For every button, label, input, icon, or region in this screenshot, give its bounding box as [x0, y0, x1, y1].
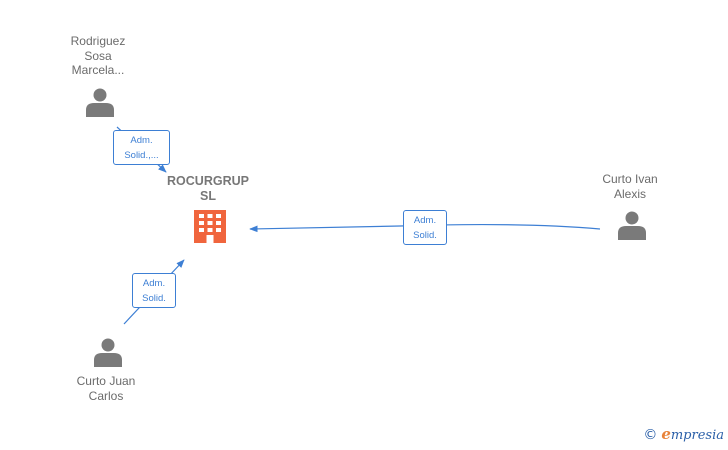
person-name-line: Sosa: [84, 48, 112, 63]
edge-role-line: Adm.: [130, 135, 153, 146]
empresia-logo: ©empresia: [643, 425, 724, 443]
person-name-line: Carlos: [88, 388, 124, 403]
edge-role-line: Adm.: [413, 215, 437, 226]
person-name-line: Curto Juan: [76, 374, 136, 388]
person-label-curto-juan[interactable]: Curto Juan Carlos: [64, 374, 148, 403]
edge-role-line: Adm.: [142, 278, 166, 289]
person-label-rodriguez[interactable]: Rodriguez Sosa Marcela...: [56, 34, 140, 78]
company-name-line: SL: [200, 188, 216, 203]
edge-role-line: Solid.,...: [124, 150, 159, 161]
person-name-line: Curto Ivan: [602, 172, 658, 186]
brand-name: mpresia: [670, 428, 724, 443]
brand-initial: e: [661, 425, 671, 443]
person-name-line: Rodriguez: [70, 34, 126, 48]
edge-label-rodriguez[interactable]: Adm. Solid.,...: [113, 130, 170, 165]
building-icon[interactable]: [194, 210, 226, 243]
edge-label-curto-juan[interactable]: Adm. Solid.: [132, 273, 176, 308]
person-name-line: Alexis: [613, 186, 646, 201]
person-icon[interactable]: [94, 338, 122, 368]
edge-role-line: Solid.: [413, 230, 437, 241]
person-name-line: Marcela...: [71, 63, 125, 77]
edge-label-curto-ivan[interactable]: Adm. Solid.: [403, 210, 447, 245]
person-label-curto-ivan[interactable]: Curto Ivan Alexis: [588, 172, 672, 201]
person-icon[interactable]: [618, 211, 646, 241]
copyright-symbol: ©: [643, 427, 658, 443]
edge-role-line: Solid.: [142, 293, 166, 304]
company-label[interactable]: ROCURGRUP SL: [158, 174, 258, 203]
person-icon[interactable]: [86, 88, 114, 118]
company-name-line: ROCURGRUP: [167, 174, 249, 188]
